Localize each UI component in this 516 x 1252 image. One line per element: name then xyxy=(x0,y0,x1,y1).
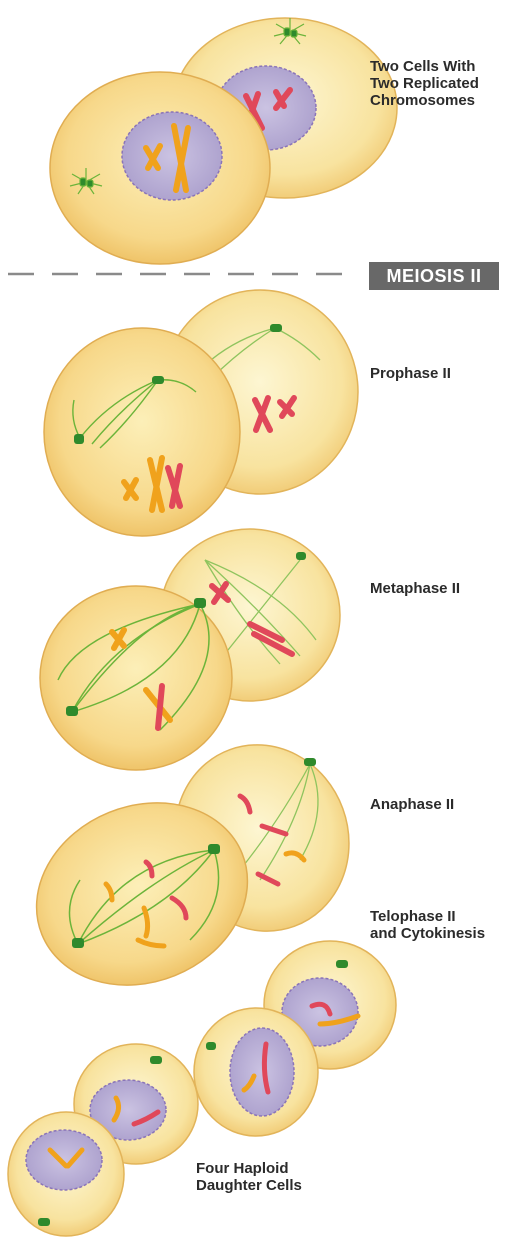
label-telophase-ii: Telophase II and Cytokinesis xyxy=(370,908,485,942)
label-two-cells: Two Cells With Two Replicated Chromosome… xyxy=(370,58,479,109)
label-metaphase-ii: Metaphase II xyxy=(370,580,460,597)
stage-metaphase-cells xyxy=(40,529,340,770)
meiosis-ii-banner: MEIOSIS II xyxy=(369,262,499,290)
label-prophase-ii: Prophase II xyxy=(370,365,451,382)
label-anaphase-ii: Anaphase II xyxy=(370,796,454,813)
label-four-haploid: Four Haploid Daughter Cells xyxy=(196,1160,302,1194)
stage-start-cells xyxy=(50,18,397,264)
stage-prophase-cells xyxy=(44,290,358,536)
